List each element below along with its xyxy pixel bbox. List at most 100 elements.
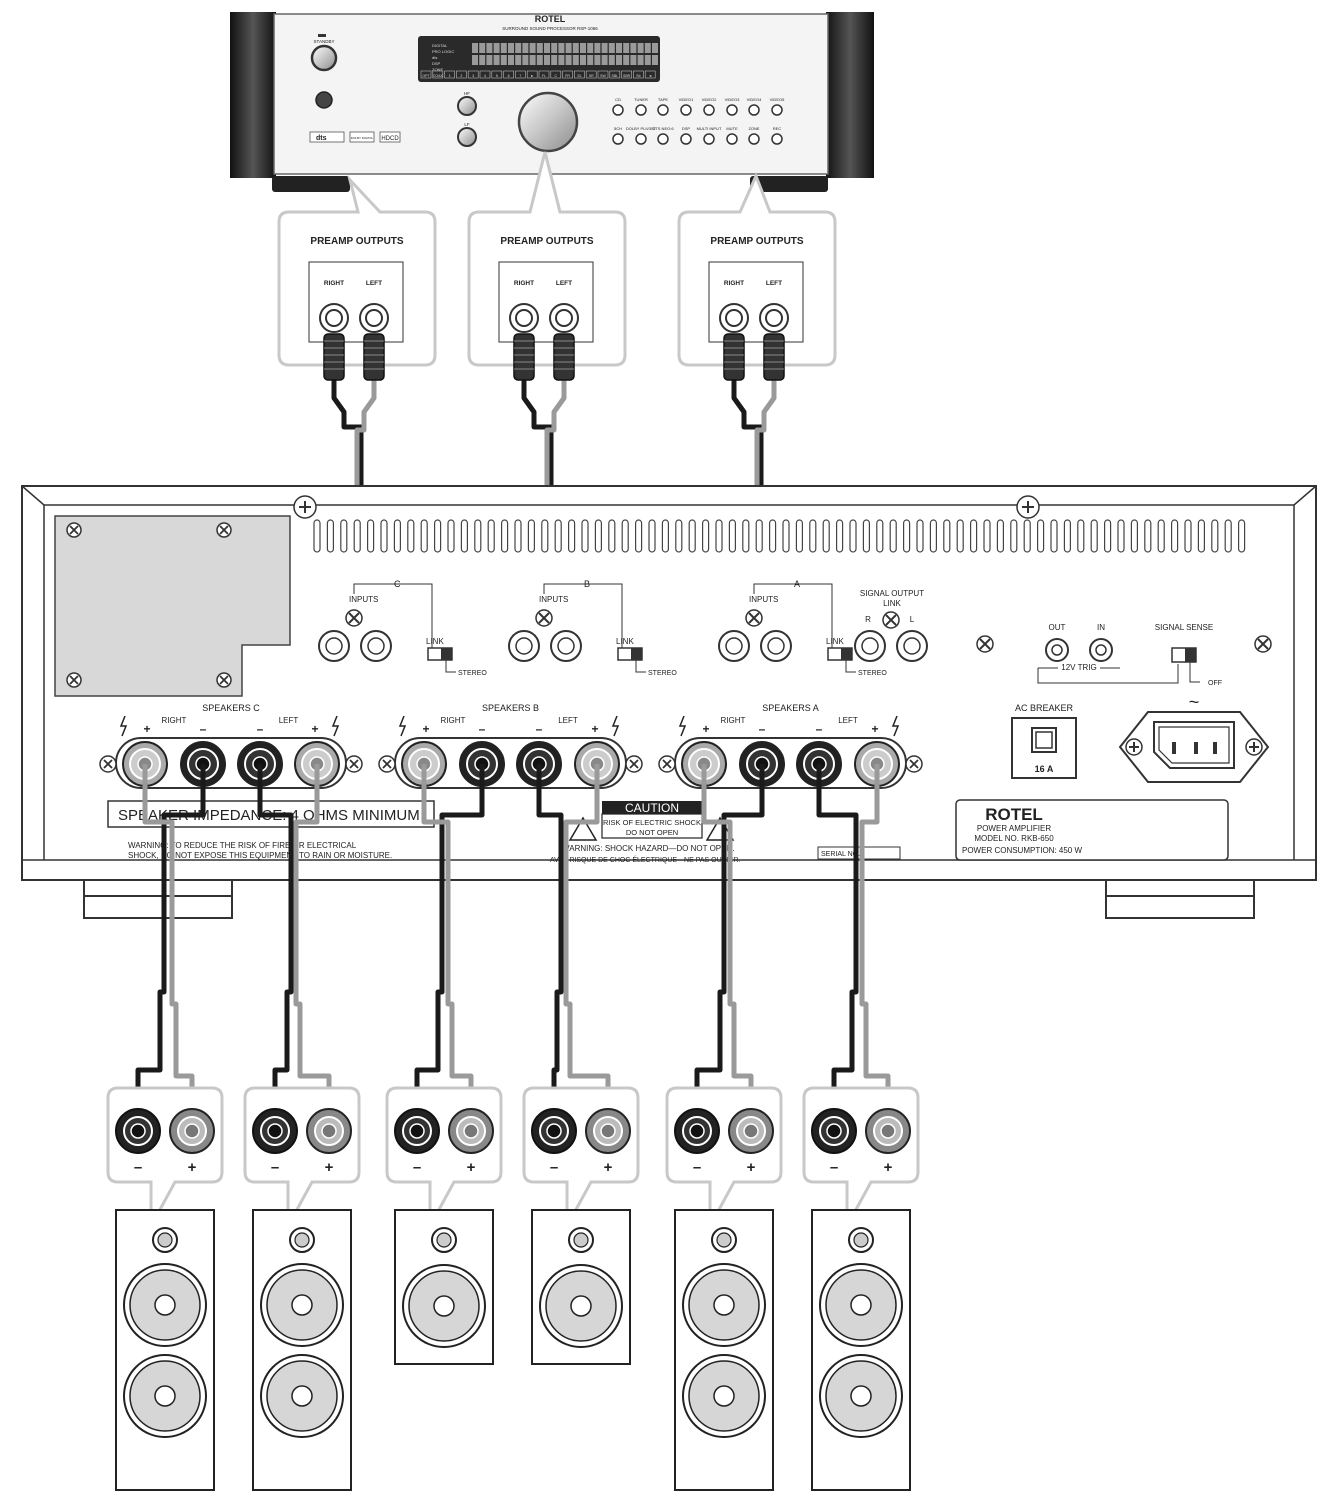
mode-button-label: DOLBY PLII/3ST <box>626 126 657 131</box>
minus-label: – <box>816 722 823 736</box>
product-label: ROTEL POWER AMPLIFIER MODEL NO. RKB-650 … <box>955 799 1229 861</box>
display-segment: ◄ <box>648 74 651 78</box>
speaker-plus-label: + <box>604 1159 613 1176</box>
standby-button[interactable] <box>310 44 338 72</box>
speaker-minus-label: – <box>693 1159 701 1176</box>
mode-button[interactable] <box>635 133 647 145</box>
source-button[interactable] <box>680 104 692 116</box>
source-button[interactable] <box>657 104 669 116</box>
dts-logo: dts <box>316 135 327 142</box>
source-button-label: VIDEO4 <box>747 97 762 102</box>
serial-box <box>817 846 901 860</box>
speaker-wire-positive <box>142 764 195 1118</box>
tower-speaker: –+ <box>665 1086 783 1491</box>
speaker-minus-label: – <box>413 1159 421 1176</box>
display-segment: C <box>555 74 558 78</box>
display-segment: OPT <box>422 74 430 78</box>
display-indicator: dts <box>432 55 437 60</box>
link-label: LINK <box>616 637 634 646</box>
ventilation-slots <box>313 519 1246 553</box>
standby-label: STANDBY <box>314 39 335 44</box>
high-voltage-icon <box>891 715 900 737</box>
source-button[interactable] <box>612 104 624 116</box>
source-button[interactable] <box>771 104 783 116</box>
speaker-right-label: RIGHT <box>441 716 466 725</box>
caution-label: CAUTION RISK OF ELECTRIC SHOCK DO NOT OP… <box>550 801 740 864</box>
speaker-wire-positive <box>563 764 611 1118</box>
mode-button-label: MULTI INPUT <box>697 126 722 131</box>
preamp-outputs-title: PREAMP OUTPUTS <box>310 236 403 247</box>
mode-button-label: DSP <box>682 126 691 131</box>
mode-button[interactable] <box>771 133 783 145</box>
lf-button[interactable] <box>457 127 477 147</box>
mode-button-label: ZONE <box>748 126 759 131</box>
source-button-label: VIDEO5 <box>770 97 785 102</box>
plus-label: + <box>871 722 878 736</box>
speaker-cabinet <box>811 1209 911 1491</box>
minus-label: – <box>536 722 543 736</box>
input-sections: INPUTSCLINKSTEREOINPUTSBLINKSTEREOINPUTS… <box>318 579 887 677</box>
speaker-wire-negative <box>694 764 765 1118</box>
display-matrix <box>472 43 658 65</box>
mode-button[interactable] <box>612 133 624 145</box>
amp-brand: ROTEL <box>985 805 1043 824</box>
display-segment: FL <box>542 74 546 78</box>
preamp-right-label: RIGHT <box>324 280 344 287</box>
display-segment: Sb <box>636 74 640 78</box>
source-button[interactable] <box>748 104 760 116</box>
hf-button[interactable] <box>457 96 477 116</box>
plus-label: + <box>143 722 150 736</box>
display-segment: SL <box>577 74 581 78</box>
speaker-wire-negative <box>414 764 485 1118</box>
display-segment: ► <box>530 74 533 78</box>
preamp-outputs-title: PREAMP OUTPUTS <box>710 236 803 247</box>
hdcd-logo: HDCD <box>381 136 399 142</box>
signal-sense-off-label: OFF <box>1208 680 1222 687</box>
speaker-wire-positive <box>859 764 891 1118</box>
source-button-label: VIDEO2 <box>702 97 717 102</box>
display-indicator: PRO LOGIC <box>432 49 454 54</box>
speaker-minus-label: – <box>550 1159 558 1176</box>
source-button[interactable] <box>635 104 647 116</box>
minus-label: – <box>479 722 486 736</box>
link-label: LINK <box>826 637 844 646</box>
mode-button[interactable] <box>748 133 760 145</box>
speaker-plus-label: + <box>884 1159 893 1176</box>
shock-line-2: AVIS: RISQUE DE CHOC ÉLECTRIQUE—NE PAS O… <box>550 855 740 864</box>
mode-button[interactable] <box>657 133 669 145</box>
caution-title: CAUTION <box>625 801 679 815</box>
source-button[interactable] <box>726 104 738 116</box>
signal-output-r-label: R <box>865 615 871 624</box>
shock-line-1: WARNING: SHOCK HAZARD—DO NOT OPEN. <box>562 844 734 853</box>
display-segment: SR <box>589 74 594 78</box>
tower-speaker: –+ <box>802 1086 920 1491</box>
source-button-label: TAPE <box>658 97 668 102</box>
ac-breaker-label: AC BREAKER <box>1015 703 1074 713</box>
display-indicator: DSP <box>432 61 441 66</box>
mode-button[interactable] <box>726 133 738 145</box>
speaker-wire-positive <box>293 764 332 1118</box>
mode-button[interactable] <box>680 133 692 145</box>
stereo-label: STEREO <box>858 670 887 677</box>
volume-knob[interactable] <box>517 91 579 153</box>
source-button-label: VIDEO1 <box>679 97 694 102</box>
display-segment: SBL <box>611 74 618 78</box>
caution-line-1: RISK OF ELECTRIC SHOCK <box>603 818 701 827</box>
display-segment: 1 <box>449 74 451 78</box>
speaker-wire-negative <box>135 764 206 1118</box>
speaker-cabinet <box>115 1209 215 1491</box>
speaker-group-name: SPEAKERS A <box>762 703 819 713</box>
high-voltage-icon <box>611 715 620 737</box>
speakers: –+–+–+–+–+–+ <box>106 1086 920 1491</box>
source-button[interactable] <box>703 104 715 116</box>
mode-button[interactable] <box>703 133 715 145</box>
